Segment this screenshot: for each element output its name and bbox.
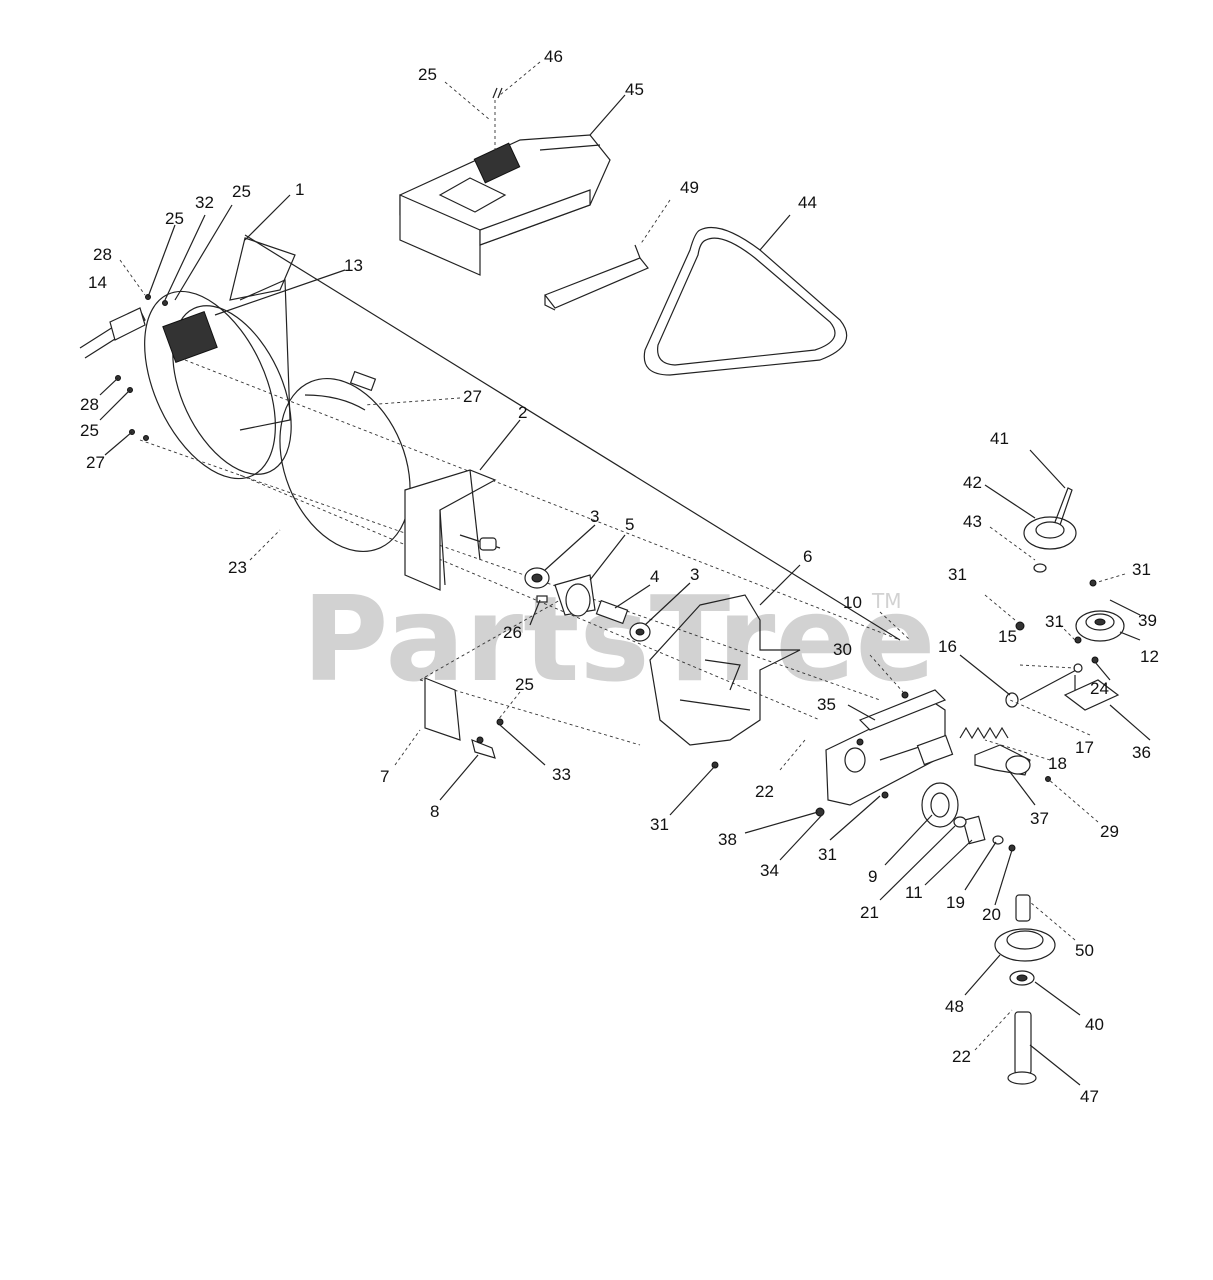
part-labels: 46 25 45 49 44 1 25 32 25 28 14 13 28 25… [80, 47, 1159, 1106]
label-33: 33 [552, 765, 571, 784]
label-9: 9 [868, 867, 877, 886]
impeller [404, 469, 501, 591]
label-25: 25 [515, 675, 534, 694]
label-41: 41 [990, 429, 1009, 448]
tensioner-plate [825, 689, 954, 806]
label-6: 6 [803, 547, 812, 566]
label-47: 47 [1080, 1087, 1099, 1106]
label-46: 46 [544, 47, 563, 66]
label-8: 8 [430, 802, 439, 821]
label-11: 11 [905, 883, 923, 902]
watermark: PartsTree [302, 570, 936, 708]
drive-belt [643, 226, 848, 376]
label-19: 19 [946, 893, 965, 912]
label-48: 48 [945, 997, 964, 1016]
label-25: 25 [165, 209, 184, 228]
label-31: 31 [818, 845, 837, 864]
label-22: 22 [952, 1047, 971, 1066]
label-37: 37 [1030, 809, 1049, 828]
belt-cover [399, 87, 611, 276]
label-5: 5 [625, 515, 634, 534]
label-25: 25 [232, 182, 251, 201]
pulley-42 [1023, 487, 1077, 573]
label-31: 31 [650, 815, 669, 834]
tension-spring [959, 663, 1083, 740]
label-20: 20 [982, 905, 1001, 924]
label-31: 31 [1045, 612, 1064, 631]
label-39: 39 [1138, 611, 1157, 630]
label-18: 18 [1048, 754, 1067, 773]
label-27: 27 [86, 453, 105, 472]
label-2: 2 [518, 403, 527, 422]
label-43: 43 [963, 512, 982, 531]
frame-outline [139, 234, 901, 746]
leader-lines [99, 61, 1151, 1086]
label-27: 27 [463, 387, 482, 406]
label-7: 7 [380, 767, 389, 786]
label-22: 22 [755, 782, 774, 801]
label-50: 50 [1075, 941, 1094, 960]
label-32: 32 [195, 193, 214, 212]
label-3: 3 [690, 565, 699, 584]
label-25: 25 [80, 421, 99, 440]
label-36: 36 [1132, 743, 1151, 762]
idler-bracket [1063, 675, 1120, 711]
hardware-fasteners [115, 294, 1099, 817]
label-49: 49 [680, 178, 699, 197]
idler-assembly-11 [953, 815, 1016, 852]
label-38: 38 [718, 830, 737, 849]
label-14: 14 [88, 273, 107, 292]
label-28: 28 [93, 245, 112, 264]
bracket [544, 244, 649, 311]
label-34: 34 [760, 861, 779, 880]
label-12: 12 [1140, 647, 1159, 666]
lower-bracket [424, 677, 496, 759]
label-17: 17 [1075, 738, 1094, 757]
label-13: 13 [344, 256, 363, 275]
label-1: 1 [295, 180, 304, 199]
label-29: 29 [1100, 822, 1119, 841]
label-4: 4 [650, 567, 659, 586]
hub-assembly [524, 567, 651, 642]
label-35: 35 [817, 695, 836, 714]
blower-housing [79, 237, 296, 480]
label-26: 26 [503, 623, 522, 642]
label-31: 31 [1132, 560, 1151, 579]
label-31: 31 [948, 565, 967, 584]
label-44: 44 [798, 193, 817, 212]
label-3: 3 [590, 507, 599, 526]
pulley-12 [1075, 610, 1125, 642]
idler-arm [974, 744, 1031, 776]
label-15: 15 [998, 627, 1017, 646]
label-45: 45 [625, 80, 644, 99]
label-21: 21 [860, 903, 879, 922]
label-25: 25 [418, 65, 437, 84]
watermark-tm: TM [871, 589, 901, 613]
fan-drum [279, 370, 411, 553]
label-28: 28 [80, 395, 99, 414]
side-plate [649, 594, 801, 746]
label-30: 30 [833, 640, 852, 659]
label-24: 24 [1090, 679, 1109, 698]
label-42: 42 [963, 473, 982, 492]
label-23: 23 [228, 558, 247, 577]
label-16: 16 [938, 637, 957, 656]
label-10: 10 [843, 593, 862, 612]
label-40: 40 [1085, 1015, 1104, 1034]
spindle-assembly [994, 894, 1056, 1085]
